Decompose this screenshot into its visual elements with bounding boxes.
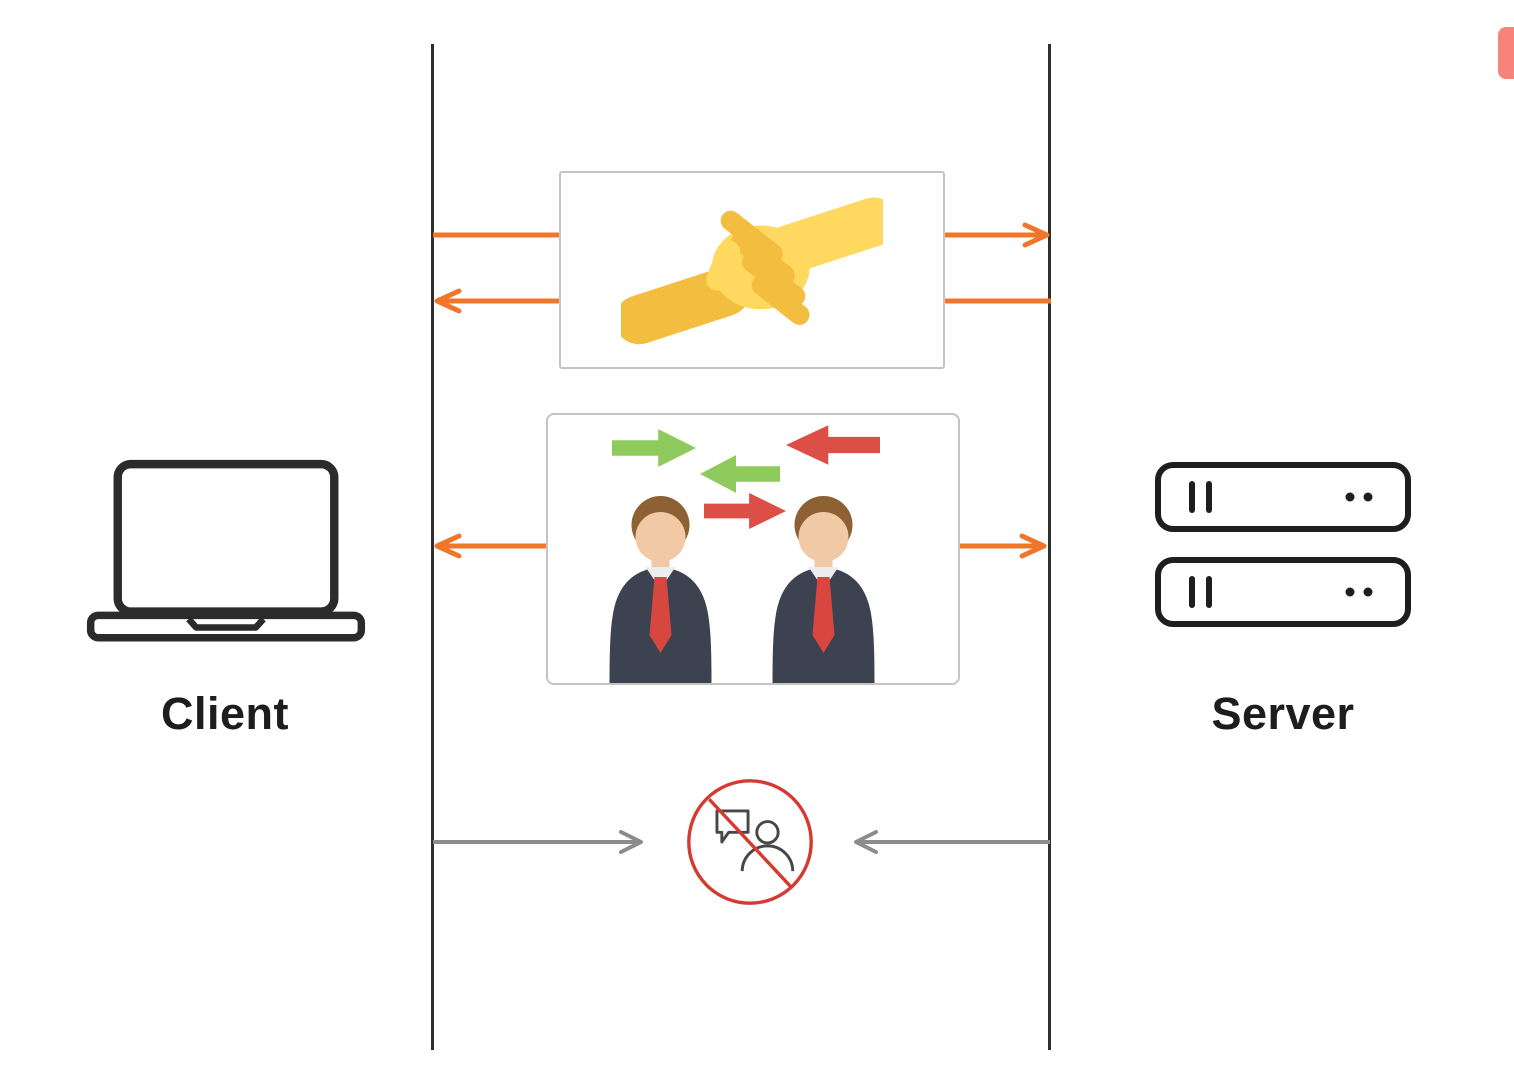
close-from-client-arrow bbox=[433, 829, 645, 855]
server-unit-2-icon bbox=[1154, 556, 1412, 628]
green-right-arrow-icon bbox=[612, 427, 696, 469]
green-left-arrow-icon bbox=[700, 453, 780, 495]
businessman-right-icon bbox=[756, 485, 891, 683]
close-from-server-arrow bbox=[852, 829, 1050, 855]
red-right-arrow-icon bbox=[704, 491, 786, 531]
edge-red-artifact bbox=[1498, 27, 1514, 79]
client-lifeline bbox=[431, 44, 434, 1050]
data-exchange-step-box bbox=[546, 413, 960, 685]
server-stack-icon bbox=[1154, 461, 1412, 533]
handshake-step-box bbox=[559, 171, 945, 369]
client-label: Client bbox=[160, 688, 289, 739]
handshake-icon bbox=[621, 186, 883, 354]
businessmen-data-exchange-icon bbox=[548, 415, 958, 683]
no-communication-icon bbox=[682, 774, 818, 910]
businessman-left-icon bbox=[593, 485, 728, 683]
server-lifeline bbox=[1048, 44, 1051, 1050]
red-left-arrow-icon bbox=[786, 423, 880, 467]
laptop-icon bbox=[86, 452, 366, 648]
server-label: Server bbox=[1211, 688, 1355, 739]
